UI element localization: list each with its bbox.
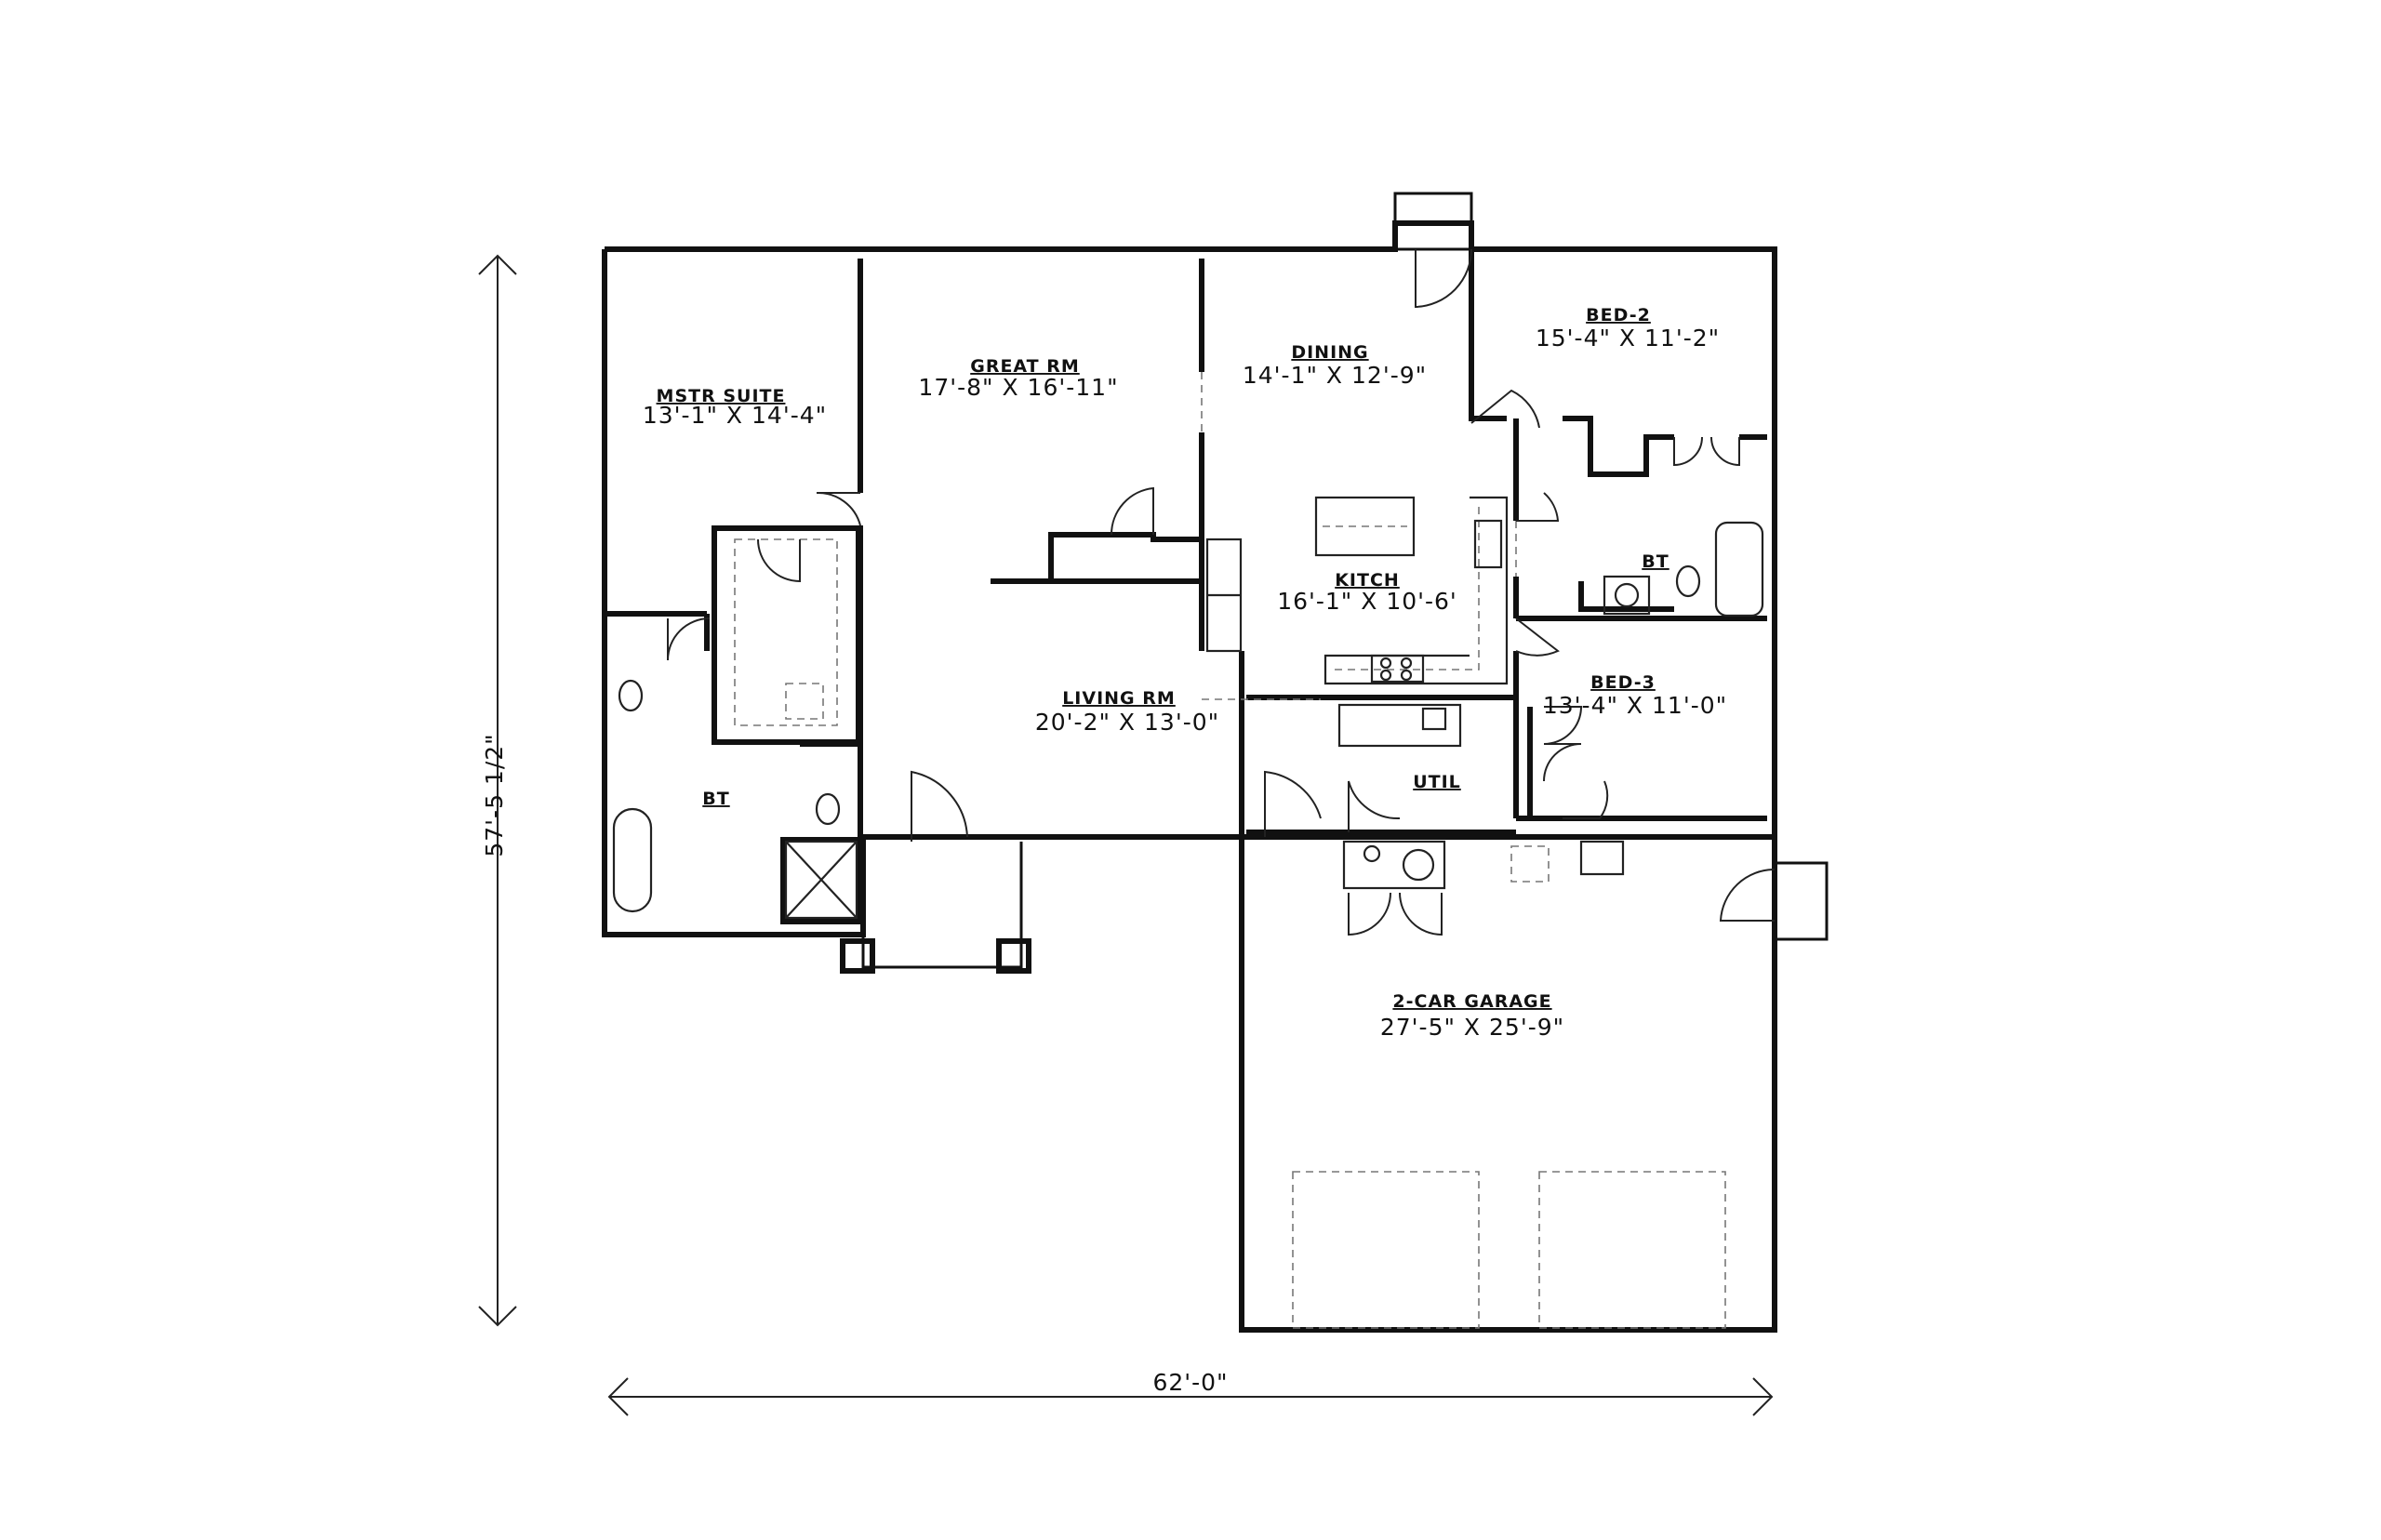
hall-tub	[1714, 521, 1764, 617]
room-name-bt-master: BT	[702, 789, 729, 809]
master-shower	[784, 840, 858, 920]
room-size-living-rm: 20'-2" X 13'-0"	[1035, 709, 1219, 736]
master-toilet	[815, 792, 841, 826]
room-name-great-rm: GREAT RM	[970, 356, 1080, 377]
room-name-garage: 2-CAR GARAGE	[1392, 991, 1551, 1012]
garage-door-left	[1292, 1171, 1480, 1329]
porch-post-left	[840, 938, 875, 974]
room-size-kitch: 16'-1" X 10'-6'	[1277, 588, 1457, 615]
washer-dryer	[1342, 840, 1446, 890]
dimension-labels: 62'-0" 57'-5 1/2"	[481, 733, 1228, 1396]
room-size-dining: 14'-1" X 12'-9"	[1243, 362, 1427, 389]
master-tub	[612, 807, 653, 913]
room-name-bed-2: BED-2	[1586, 305, 1651, 325]
range	[1370, 654, 1425, 684]
stoop-garage	[1773, 861, 1829, 941]
interior-walls	[605, 249, 1767, 924]
room-labels: MSTR SUITE 13'-1" X 14'-4" GREAT RM 17'-…	[643, 305, 1727, 1041]
hall-vanity	[1603, 575, 1651, 616]
porch-post-right	[996, 938, 1031, 974]
kitchen-island	[1314, 496, 1416, 557]
room-size-great-rm: 17'-8" X 16'-11"	[918, 374, 1118, 401]
hall-toilet	[1675, 564, 1701, 598]
dimension-lines	[478, 254, 1774, 1416]
room-name-bt-hall: BT	[1642, 551, 1669, 572]
garage-door-right	[1538, 1171, 1726, 1329]
stoop-top	[1393, 192, 1473, 251]
room-name-living-rm: LIVING RM	[1062, 688, 1176, 709]
dimension-overall-width: 62'-0"	[1152, 1369, 1228, 1396]
room-name-util: UTIL	[1413, 772, 1461, 792]
doors	[667, 248, 1776, 936]
room-size-mstr-suite: 13'-1" X 14'-4"	[643, 402, 827, 429]
room-name-bed-3: BED-3	[1590, 672, 1656, 693]
garage-sink	[1579, 840, 1625, 876]
util-counter	[1337, 703, 1462, 748]
room-size-bed-3: 13'-4" X 11'-0"	[1543, 692, 1727, 719]
master-lav	[618, 679, 644, 712]
room-size-garage: 27'-5" X 25'-9"	[1380, 1014, 1564, 1041]
kitchen-sink	[1473, 519, 1503, 569]
room-name-mstr-suite: MSTR SUITE	[657, 386, 786, 406]
room-name-dining: DINING	[1291, 342, 1368, 363]
fixtures	[612, 372, 1764, 1329]
dimension-overall-depth: 57'-5 1/2"	[481, 733, 508, 856]
exterior-walls	[602, 192, 1829, 1333]
room-size-bed-2: 15'-4" X 11'-2"	[1536, 325, 1720, 352]
util-sink	[1421, 707, 1447, 731]
room-name-kitch: KITCH	[1335, 570, 1400, 591]
walk-in-closet	[734, 538, 838, 726]
